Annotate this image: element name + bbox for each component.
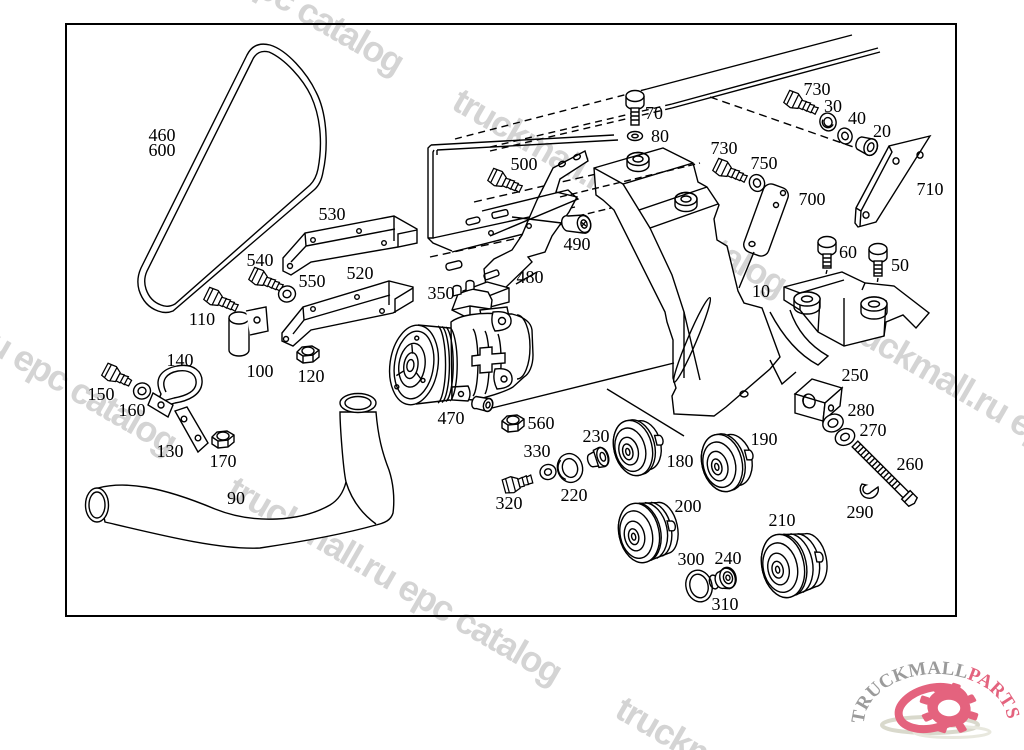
svg-text:80: 80	[651, 126, 669, 146]
svg-text:480: 480	[517, 267, 544, 287]
svg-text:120: 120	[298, 366, 325, 386]
svg-text:180: 180	[667, 451, 694, 471]
svg-text:40: 40	[848, 108, 866, 128]
svg-text:490: 490	[564, 234, 591, 254]
svg-text:220: 220	[561, 485, 588, 505]
svg-text:540: 540	[247, 250, 274, 270]
svg-text:310: 310	[712, 594, 739, 614]
svg-text:280: 280	[848, 400, 875, 420]
svg-text:330: 330	[524, 441, 551, 461]
svg-text:750: 750	[751, 153, 778, 173]
svg-text:10: 10	[752, 281, 770, 301]
svg-text:730: 730	[711, 138, 738, 158]
svg-text:530: 530	[319, 204, 346, 224]
svg-text:70: 70	[645, 103, 663, 123]
svg-text:190: 190	[751, 429, 778, 449]
svg-text:30: 30	[824, 96, 842, 116]
svg-text:730: 730	[804, 79, 831, 99]
svg-text:200: 200	[675, 496, 702, 516]
svg-text:150: 150	[88, 384, 115, 404]
svg-text:550: 550	[299, 271, 326, 291]
svg-text:270: 270	[860, 420, 887, 440]
svg-text:230: 230	[583, 426, 610, 446]
svg-text:90: 90	[227, 488, 245, 508]
svg-text:520: 520	[347, 263, 374, 283]
svg-text:60: 60	[839, 242, 857, 262]
svg-text:110: 110	[189, 309, 215, 329]
svg-text:260: 260	[897, 454, 924, 474]
svg-text:710: 710	[917, 179, 944, 199]
svg-text:250: 250	[842, 365, 869, 385]
svg-text:20: 20	[873, 121, 891, 141]
svg-text:100: 100	[247, 361, 274, 381]
svg-text:350: 350	[428, 283, 455, 303]
svg-text:170: 170	[210, 451, 237, 471]
svg-text:500: 500	[511, 154, 538, 174]
svg-text:210: 210	[769, 510, 796, 530]
svg-text:130: 130	[157, 441, 184, 461]
svg-text:560: 560	[528, 413, 555, 433]
svg-text:140: 140	[167, 350, 194, 370]
svg-text:290: 290	[847, 502, 874, 522]
svg-text:300: 300	[678, 549, 705, 569]
svg-text:160: 160	[119, 400, 146, 420]
svg-text:470: 470	[438, 408, 465, 428]
svg-text:50: 50	[891, 255, 909, 275]
svg-text:320: 320	[496, 493, 523, 513]
svg-text:700: 700	[799, 189, 826, 209]
svg-text:240: 240	[715, 548, 742, 568]
svg-text:600: 600	[149, 140, 176, 160]
svg-text:460: 460	[149, 125, 176, 145]
